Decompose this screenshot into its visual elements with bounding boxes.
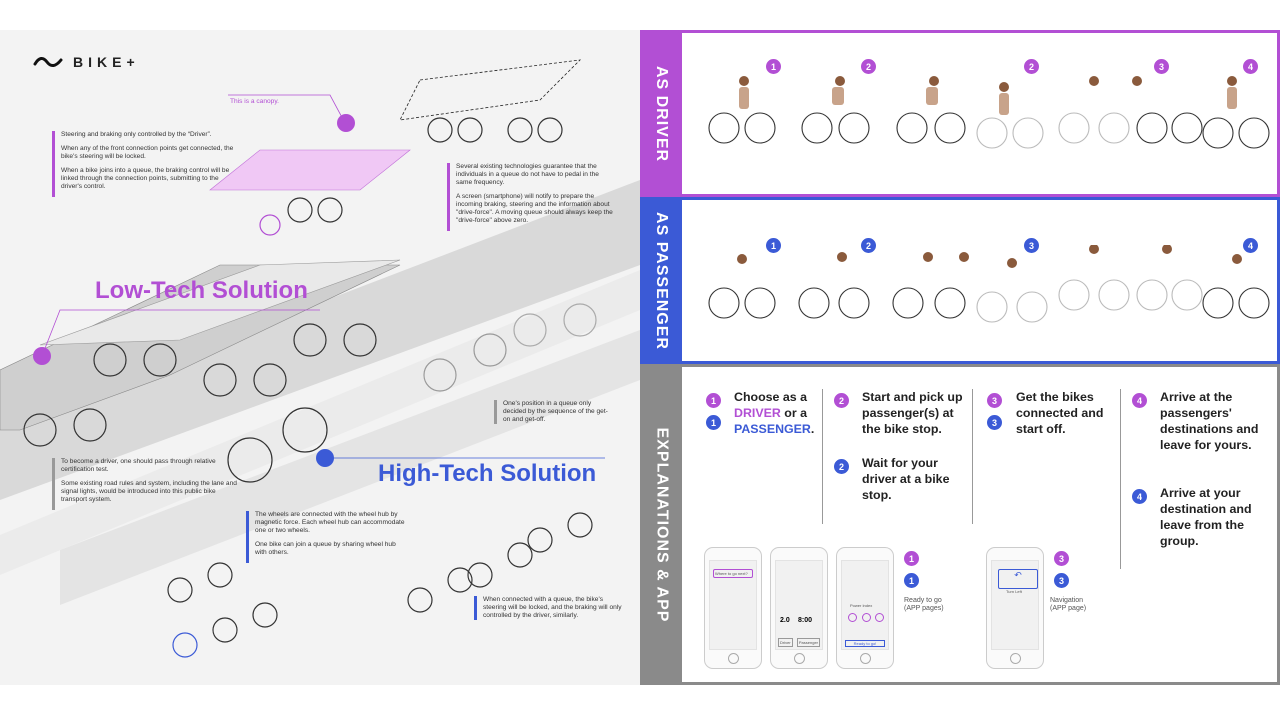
step1-driver-badge: 1: [706, 393, 721, 408]
ready-caption-line: (APP pages): [904, 605, 944, 612]
phone-screen: 2.0 8:00 Driver Passenger: [775, 560, 823, 650]
step1-text: Choose as a DRIVER or a PASSENGER.: [734, 389, 824, 437]
phone-time-b: 8:00: [798, 617, 813, 624]
panel-explain-side-label: EXPLANATIONS & APP: [653, 427, 670, 622]
step2-driver-badge: 2: [834, 393, 849, 408]
nav-caption: Navigation (APP page): [1050, 597, 1086, 613]
passenger-step-number: 1: [766, 238, 781, 253]
note-steering-line: When a bike joins into a queue, the brak…: [61, 167, 230, 190]
step4-passenger-badge: 4: [1132, 489, 1147, 504]
nav-passenger-badge: 3: [1054, 573, 1069, 588]
step2a-text: Start and pick up passenger(s) at the bi…: [862, 390, 963, 436]
phone-time-a: 2.0: [780, 617, 790, 624]
note-wheels-line: One bike can join a queue by sharing whe…: [255, 541, 396, 556]
step4b-text: Arrive at your destination and leave fro…: [1160, 486, 1252, 548]
step1-or: or a: [784, 406, 808, 420]
step3-text: Get the bikes connected and start off.: [1016, 390, 1104, 436]
step1-pre: Choose as a: [734, 390, 807, 404]
phone-search-field[interactable]: Where to go next?: [713, 569, 753, 578]
ready-driver-badge: 1: [904, 551, 919, 566]
ready-caption: Ready to go (APP pages): [904, 597, 944, 613]
panel-as-driver: AS DRIVER 1 2 2 3 4: [640, 30, 1280, 197]
passenger-steps-area: 1 2 3 4: [682, 200, 1277, 361]
step1-end: .: [810, 422, 815, 436]
note-steering-line: When any of the front connection points …: [61, 145, 234, 160]
note-steering-line: Steering and braking only controlled by …: [61, 131, 212, 138]
note-technology-line: A screen (smartphone) will notify to pre…: [456, 193, 613, 224]
phone-screen: Where to go next?: [709, 560, 757, 650]
divider: [1120, 389, 1121, 569]
step3-driver-badge: 3: [987, 393, 1002, 408]
illustration-background: [0, 59, 640, 658]
app-phone-search: Where to go next?: [704, 547, 762, 669]
step4a-text: Arrive at the passengers' destinations a…: [1160, 390, 1259, 452]
step3-passenger-badge: 3: [987, 415, 1002, 430]
phone-home-button: [860, 653, 871, 664]
panel-passenger-side-label: AS PASSENGER: [653, 211, 671, 350]
bike-plus-logo-icon: [33, 57, 63, 67]
note-wheels-line: The wheels are connected with the wheel …: [255, 511, 405, 534]
note-technology: Several existing technologies guarantee …: [447, 163, 616, 231]
ready-caption-line: Ready to go: [904, 597, 942, 604]
divider: [822, 389, 823, 524]
nav-caption-line: Navigation: [1050, 597, 1084, 604]
brand-name: BIKE+: [73, 54, 140, 70]
high-tech-title: High-Tech Solution: [378, 460, 597, 487]
phone-screen: Power Index Ready to go!: [841, 560, 889, 650]
step2b-text: Wait for your driver at a bike stop.: [862, 456, 950, 502]
brand-logo: BIKE+: [33, 54, 140, 70]
divider: [972, 389, 973, 524]
note-connected: When connected with a queue, the bike's …: [474, 596, 623, 620]
ready-passenger-badge: 1: [904, 573, 919, 588]
driver-step-number: 2: [861, 59, 876, 74]
step2-passenger-badge: 2: [834, 459, 849, 474]
phone-passenger-button[interactable]: Passenger: [796, 638, 820, 647]
passenger-step-number: 4: [1243, 238, 1258, 253]
step4-driver-badge: 4: [1132, 393, 1147, 408]
driver-steps-area: 1 2 2 3 4: [682, 33, 1277, 194]
driver-step-number: 4: [1243, 59, 1258, 74]
turn-left-icon: ↶: [998, 569, 1038, 589]
note-driver-line: To become a driver, one should pass thro…: [61, 458, 216, 473]
phone-turn-label: Turn Left: [1006, 589, 1022, 594]
phone-power-dots: [848, 613, 884, 623]
low-tech-title: Low-Tech Solution: [95, 277, 308, 304]
phone-driver-button[interactable]: Driver: [778, 638, 793, 647]
passenger-step-number: 2: [861, 238, 876, 253]
note-driver-line: Some existing road rules and system, inc…: [61, 480, 237, 503]
nav-caption-line: (APP page): [1050, 605, 1087, 612]
phone-power-index: Power Index: [850, 603, 873, 608]
panel-as-passenger: AS PASSENGER 1 2 3 4: [640, 197, 1280, 364]
note-driver: To become a driver, one should pass thro…: [52, 458, 241, 510]
step1-passenger-badge: 1: [706, 415, 721, 430]
phone-ready-button[interactable]: Ready to go!: [845, 640, 885, 647]
nav-driver-badge: 3: [1054, 551, 1069, 566]
note-technology-line: Several existing technologies guarantee …: [456, 163, 599, 186]
poster-left: BIKE+ This is a canopy. Steering and bra…: [0, 30, 640, 685]
app-phone-role: 2.0 8:00 Driver Passenger: [770, 547, 828, 669]
panel-driver-side-label: AS DRIVER: [653, 65, 670, 162]
step1-driver-word: DRIVER: [734, 406, 781, 420]
phone-home-button: [728, 653, 739, 664]
canopy-label: This is a canopy.: [230, 98, 279, 105]
phone-home-button: [1010, 653, 1021, 664]
note-position: One's position in a queue only decided b…: [494, 400, 613, 424]
driver-step-number: 2: [1024, 59, 1039, 74]
driver-cyclists-illustration: [708, 76, 1270, 149]
driver-step-number: 3: [1154, 59, 1169, 74]
passenger-step-number: 3: [1024, 238, 1039, 253]
driver-step-number: 1: [766, 59, 781, 74]
note-wheels: The wheels are connected with the wheel …: [246, 511, 405, 563]
panel-explanations-app: EXPLANATIONS & APP 1 1 Choose as a DRIVE…: [640, 364, 1280, 685]
passenger-cyclists-illustration: [708, 245, 1270, 323]
phone-screen: ↶ Turn Left: [991, 560, 1039, 650]
app-phone-navigation: ↶ Turn Left: [986, 547, 1044, 669]
explanations-area: 1 1 Choose as a DRIVER or a PASSENGER. 2…: [682, 367, 1277, 682]
note-steering: Steering and braking only controlled by …: [52, 131, 241, 197]
step1-passenger-word: PASSENGER: [734, 422, 811, 436]
app-phone-power: Power Index Ready to go!: [836, 547, 894, 669]
phone-home-button: [794, 653, 805, 664]
